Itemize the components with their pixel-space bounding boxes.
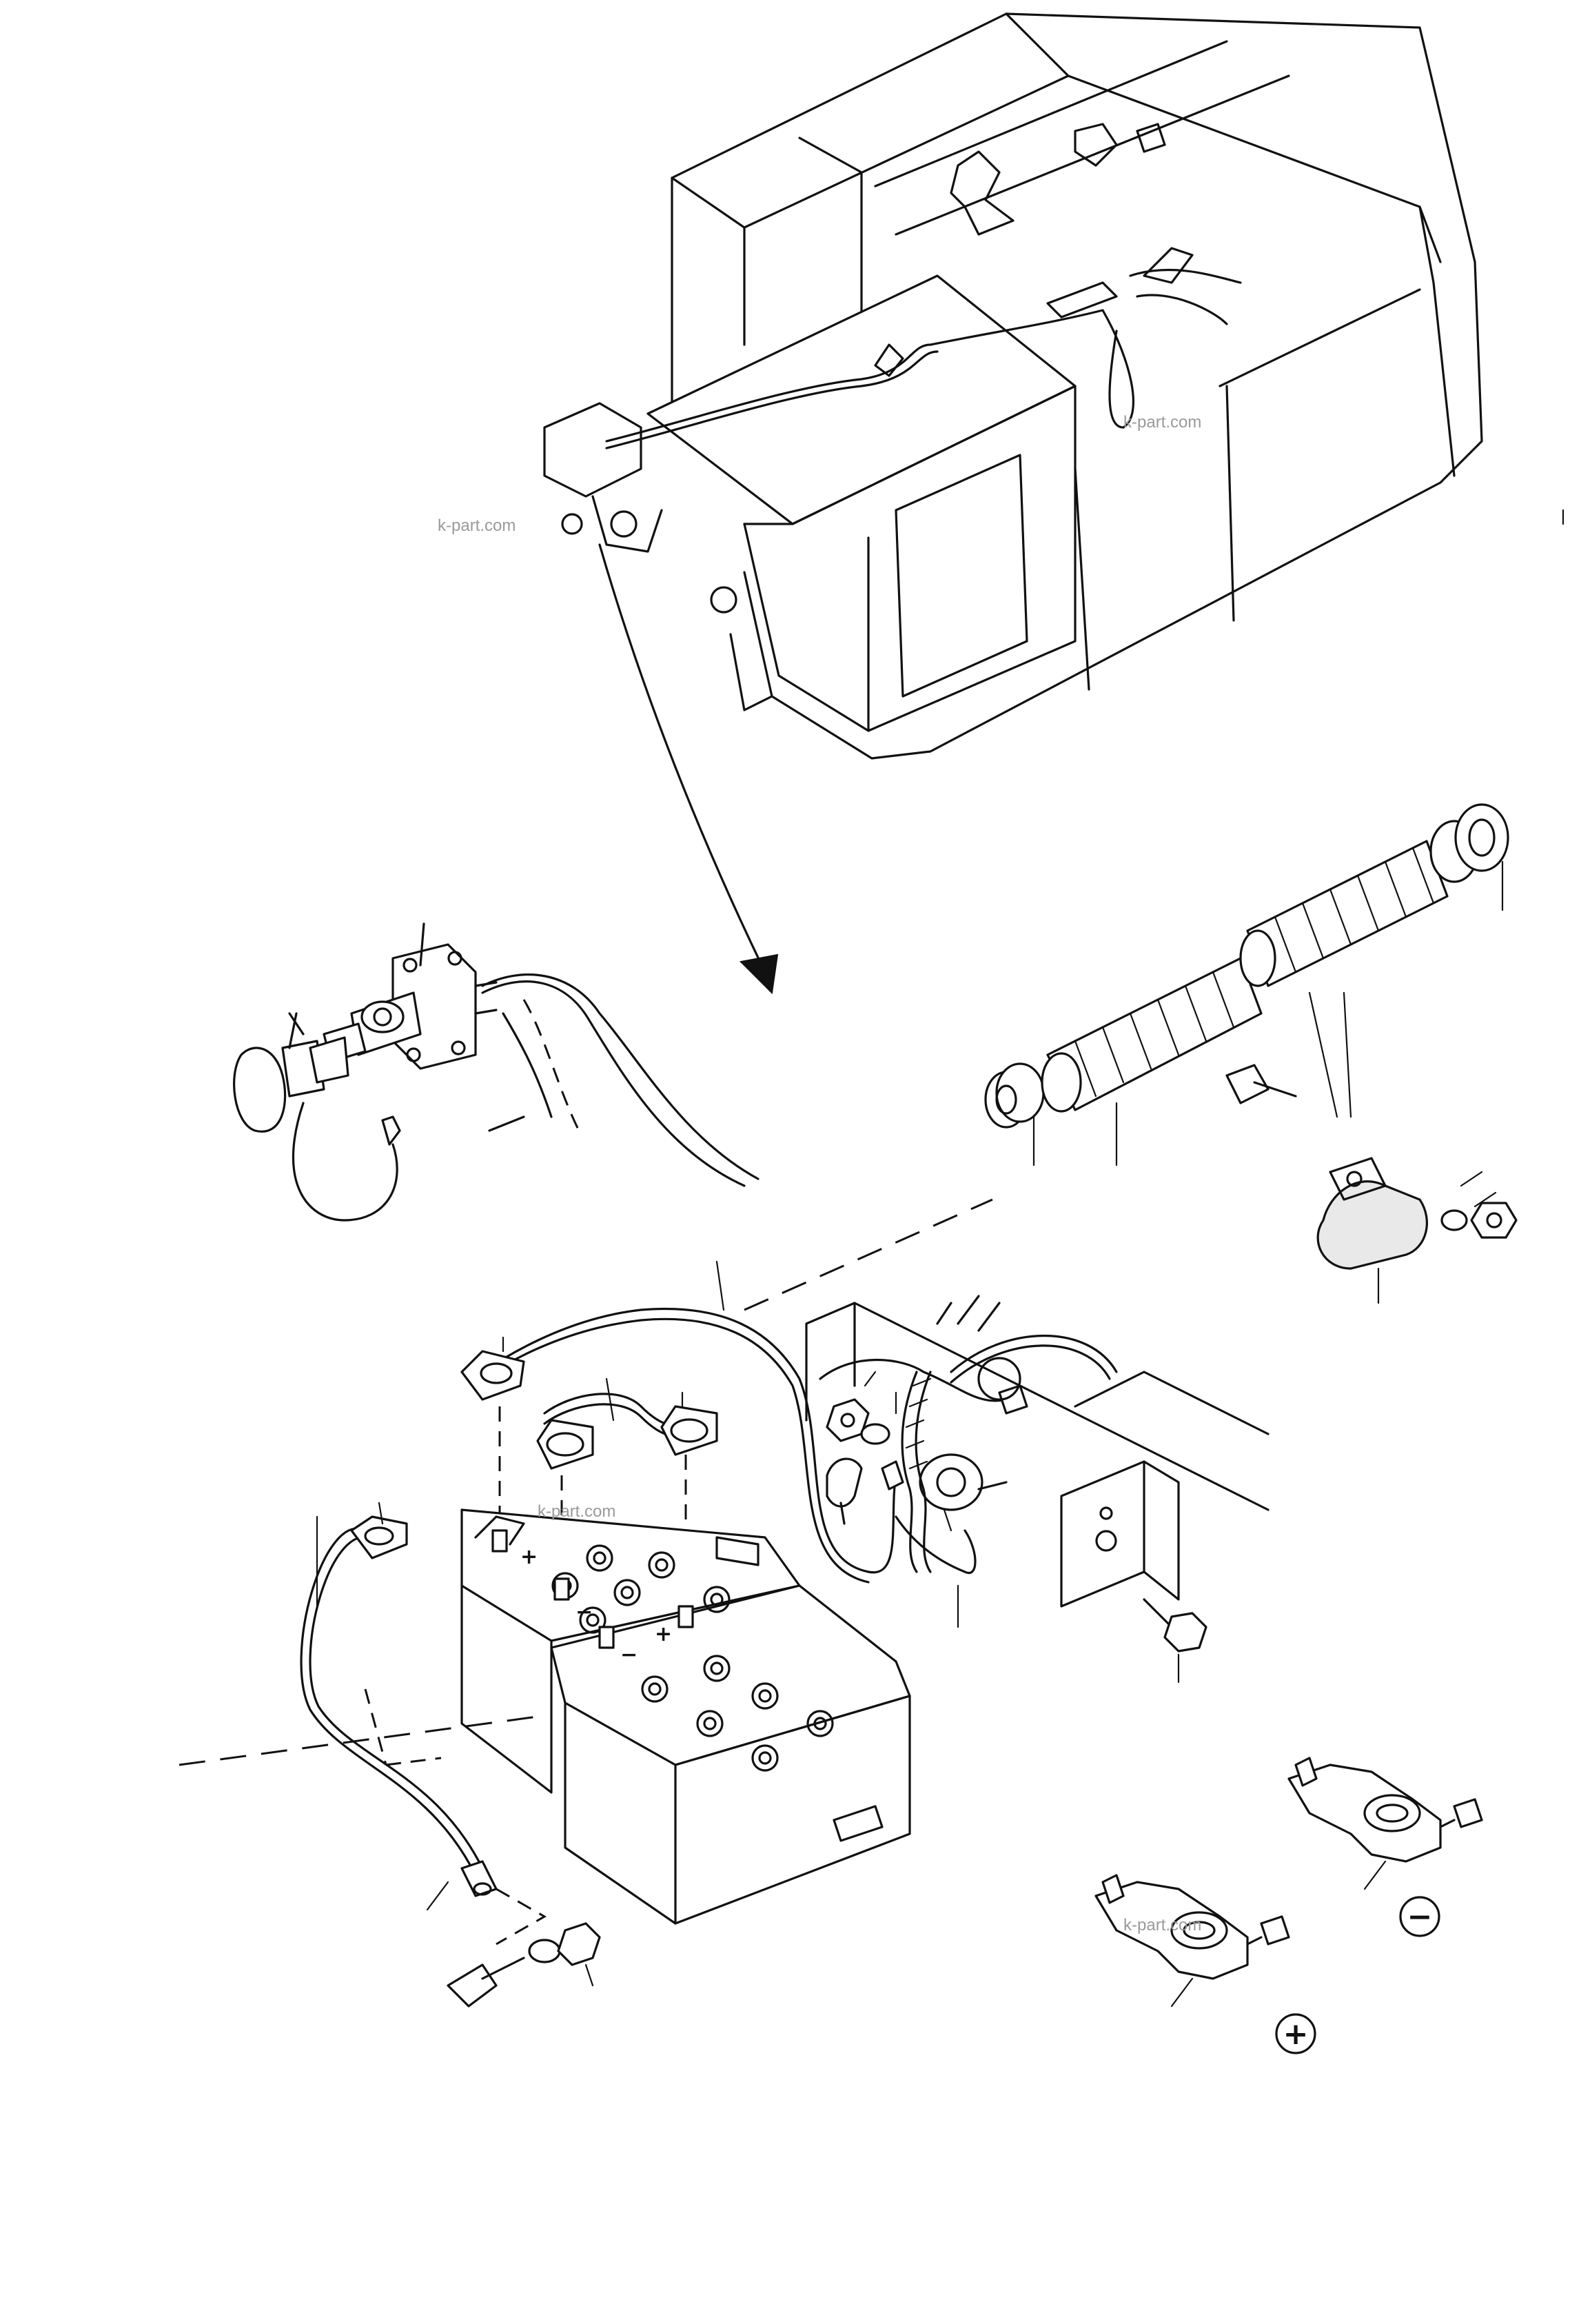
detail-arrow — [598, 543, 779, 995]
negative-post-mark: − — [575, 1600, 593, 1624]
key-switch-assembly — [233, 922, 759, 1222]
battery-terminals — [460, 1336, 718, 1470]
positive-post-mark: + — [520, 1545, 538, 1569]
battery-disconnect-relay — [819, 1295, 1118, 1628]
reference-line — [744, 1198, 993, 1311]
negative-terminal-symbol: − — [1407, 1899, 1433, 1934]
reference-line — [179, 1715, 538, 1766]
battery-pack: + − + − k-part.com — [460, 1502, 911, 1925]
watermark-text: k-part.com — [1123, 1916, 1201, 1934]
watermark-text: k-part.com — [1123, 413, 1201, 432]
cable-sleeve-assembly — [984, 803, 1518, 1304]
positive-post-mark: + — [655, 1622, 672, 1646]
terminal-clamp-positive: + k-part.com — [1094, 1874, 1316, 2054]
terminal-clamp-negative: − — [1287, 1757, 1483, 1937]
watermark-text: k-part.com — [438, 516, 516, 535]
machine-body: k-part.com k-part.com — [438, 12, 1483, 760]
watermark-text: k-part.com — [538, 1502, 615, 1521]
positive-terminal-symbol: + — [1283, 2017, 1309, 2052]
mounting-plate — [805, 1302, 1270, 1684]
negative-post-mark: − — [620, 1643, 638, 1667]
ground-cable — [300, 1502, 601, 2008]
